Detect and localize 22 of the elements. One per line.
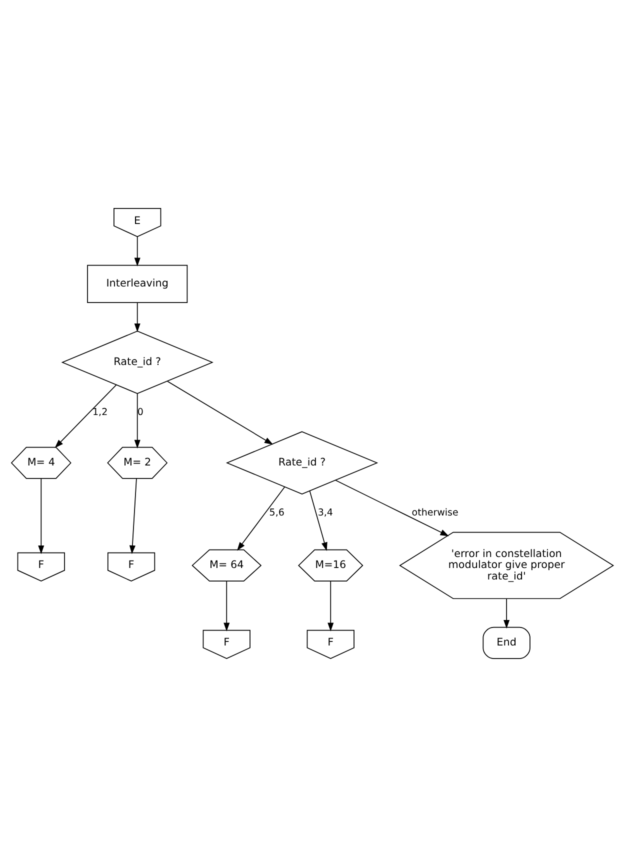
arrow: [167, 380, 274, 444]
edge-label: 0: [137, 406, 144, 418]
arrow: [309, 490, 328, 551]
node-box: Interleaving: [87, 264, 188, 302]
arrow: [54, 384, 117, 448]
edge-label: 1,2: [92, 406, 108, 418]
edge-label: 3,4: [318, 507, 333, 518]
arrow: [236, 486, 286, 550]
arrow: [134, 236, 140, 266]
edge-label: otherwise: [412, 507, 458, 518]
arrow: [38, 478, 44, 554]
arrow: [224, 580, 230, 631]
arrow: [504, 598, 510, 628]
arrow: [335, 479, 449, 536]
arrow: [134, 392, 140, 448]
node-box: End: [482, 626, 530, 658]
edge-label: 5,6: [269, 507, 284, 518]
arrow: [129, 478, 137, 554]
arrow: [134, 302, 140, 332]
arrow: [328, 580, 334, 631]
node-diamond: Rate_id ?: [61, 330, 214, 394]
node-diamond: Rate_id ?: [226, 430, 378, 494]
